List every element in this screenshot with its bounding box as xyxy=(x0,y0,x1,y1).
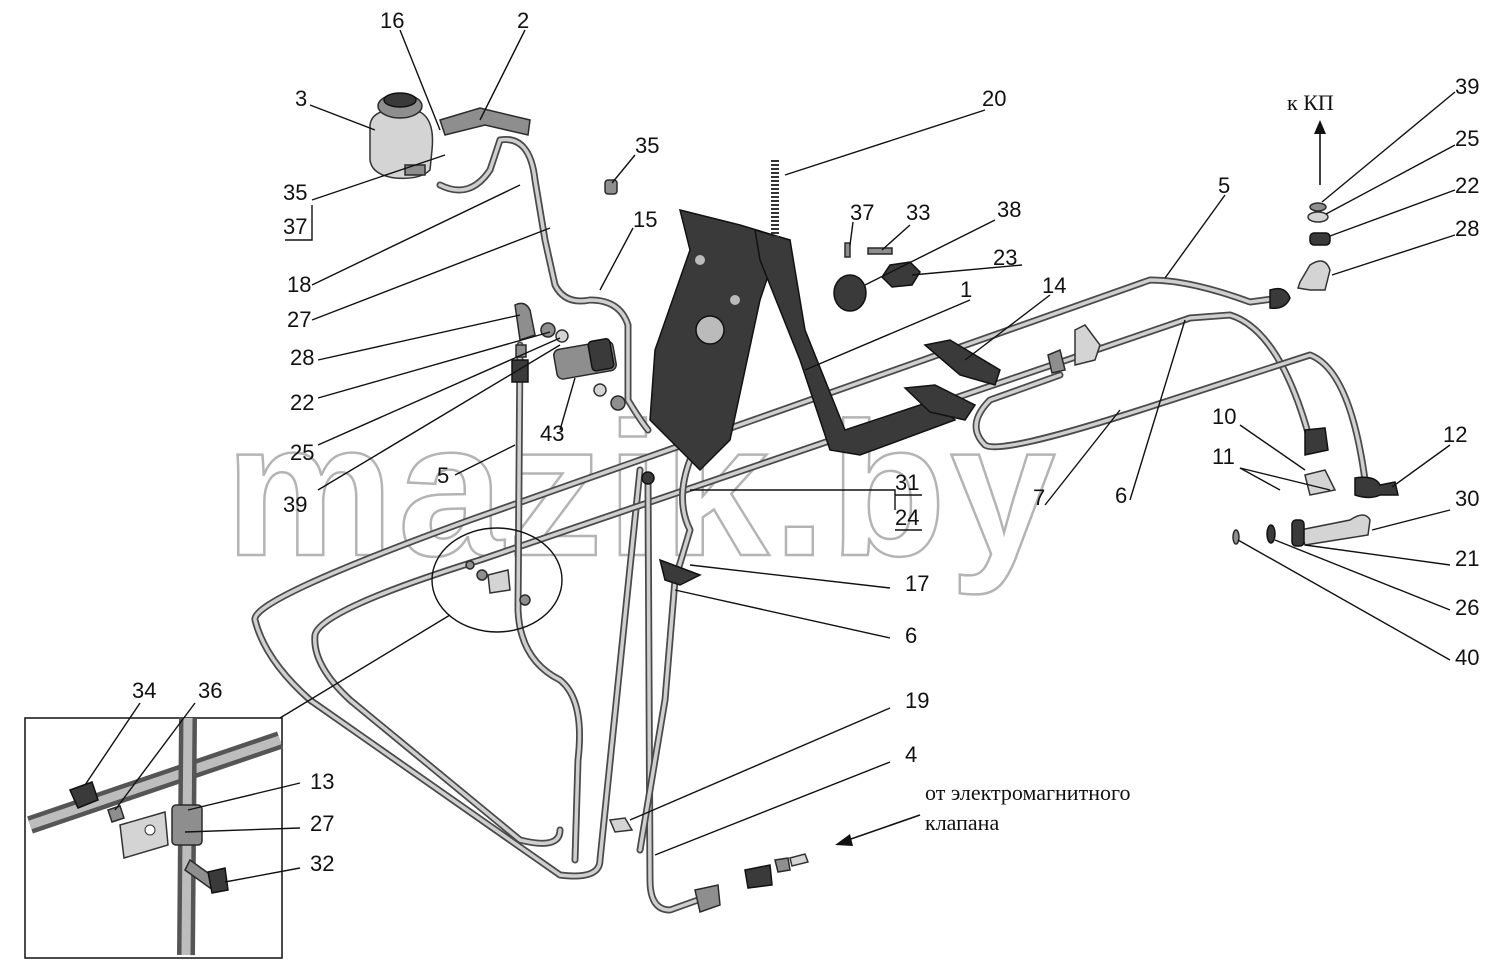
pipe-clutch-return xyxy=(972,351,1369,484)
label-40: 40 xyxy=(1455,645,1479,670)
label-37b: 37 xyxy=(850,200,874,225)
label-28a: 28 xyxy=(290,345,314,370)
label-19: 19 xyxy=(905,688,929,713)
label-22b: 22 xyxy=(1455,173,1479,198)
label-21: 21 xyxy=(1455,546,1479,571)
label-30: 30 xyxy=(1455,486,1479,511)
label-17: 17 xyxy=(905,571,929,596)
label-23: 23 xyxy=(993,245,1017,270)
label-15: 15 xyxy=(633,207,657,232)
pipe-vertical-left xyxy=(514,341,584,864)
pipe-long-inner xyxy=(311,311,1314,847)
label-22a: 22 xyxy=(290,390,314,415)
label-18: 18 xyxy=(287,272,311,297)
label-27b: 27 xyxy=(310,811,334,836)
detail-leader xyxy=(279,614,451,719)
label-12: 12 xyxy=(1443,422,1467,447)
label-1: 1 xyxy=(960,277,972,302)
label-2: 2 xyxy=(517,8,529,33)
label-5a: 5 xyxy=(437,463,449,488)
label-7: 7 xyxy=(1033,485,1045,510)
pipe-to-valve xyxy=(644,476,716,914)
label-43: 43 xyxy=(540,421,564,446)
label-25a: 25 xyxy=(290,440,314,465)
label-6a: 6 xyxy=(1115,483,1127,508)
part-number-labels: 16 2 3 35 37 18 27 28 22 25 39 5 43 15 3… xyxy=(132,8,1479,876)
detail-circle xyxy=(431,527,563,633)
label-34: 34 xyxy=(132,678,156,703)
arrow-from-valve xyxy=(835,814,921,846)
label-36: 36 xyxy=(198,678,222,703)
leader-lines xyxy=(84,29,1456,883)
label-31: 31 xyxy=(895,470,919,495)
label-28b: 28 xyxy=(1455,216,1479,241)
label-25b: 25 xyxy=(1455,126,1479,151)
label-13: 13 xyxy=(310,769,334,794)
pipe-master-cylinder xyxy=(636,456,694,854)
label-26: 26 xyxy=(1455,595,1479,620)
label-32: 32 xyxy=(310,851,334,876)
pipe-reservoir-hose xyxy=(436,136,652,434)
label-10: 10 xyxy=(1212,404,1236,429)
small-fittings xyxy=(465,179,1399,913)
label-11: 11 xyxy=(1212,444,1235,469)
label-6b: 6 xyxy=(905,623,917,648)
label-39b: 39 xyxy=(1455,74,1479,99)
label-4: 4 xyxy=(905,742,917,767)
label-20: 20 xyxy=(982,86,1006,111)
label-5b: 5 xyxy=(1218,173,1230,198)
label-35a: 35 xyxy=(283,180,307,205)
label-14: 14 xyxy=(1042,273,1066,298)
inset-pipes xyxy=(27,717,283,956)
master-cylinder xyxy=(553,338,617,380)
label-3: 3 xyxy=(295,86,307,111)
caption-from-valve-1: от электромагнитного xyxy=(925,780,1130,805)
label-37a: 37 xyxy=(283,214,307,239)
reservoir-tank xyxy=(369,92,434,180)
caption-from-valve-2: клапана xyxy=(925,810,999,835)
reservoir-bracket xyxy=(439,107,531,136)
label-24: 24 xyxy=(895,505,919,530)
pipe-long-outer xyxy=(251,276,1284,880)
label-27a: 27 xyxy=(287,307,311,332)
label-35b: 35 xyxy=(635,133,659,158)
arrow-to-gearbox xyxy=(1314,120,1326,185)
label-16: 16 xyxy=(380,8,404,33)
caption-to-gearbox: к КП xyxy=(1287,90,1334,115)
label-39a: 39 xyxy=(283,492,307,517)
clutch-pedal-lever xyxy=(754,228,1001,456)
label-38: 38 xyxy=(997,197,1021,222)
label-33: 33 xyxy=(906,200,930,225)
